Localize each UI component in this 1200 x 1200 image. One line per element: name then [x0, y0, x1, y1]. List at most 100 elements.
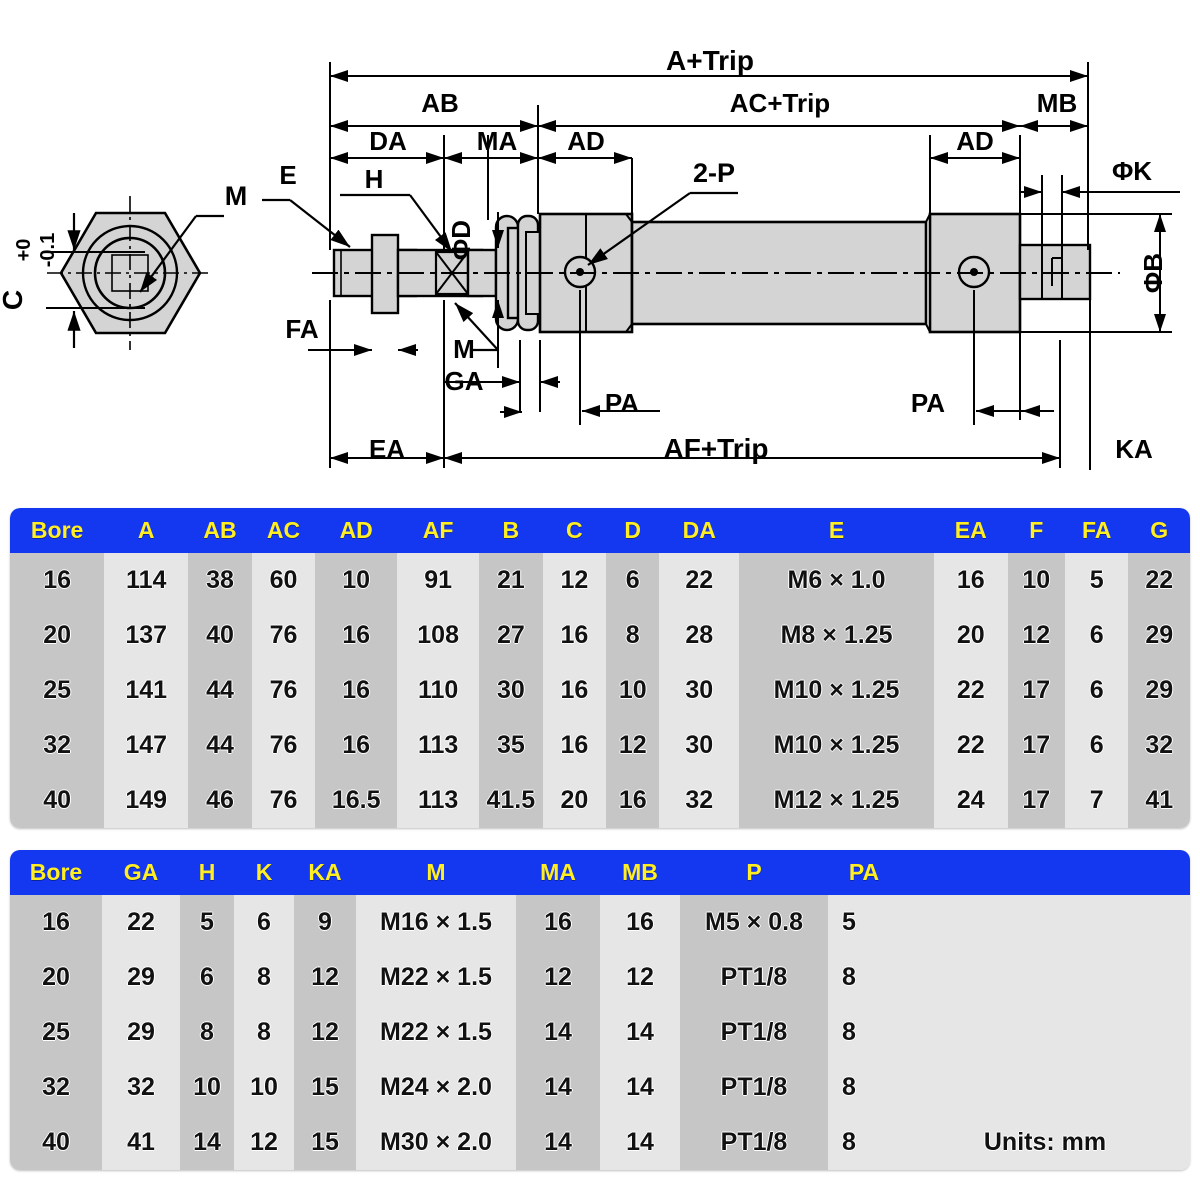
cell: 10 [180, 1060, 234, 1115]
spec-table-1-container: Bore A AB AC AD AF B C D DA E EA F FA G [10, 508, 1190, 828]
cell: 20 [10, 950, 102, 1005]
cell: 29 [102, 950, 180, 1005]
cell: 8 [828, 950, 900, 1005]
table-row: 40 149 46 76 16.5 113 41.5 20 16 32 M12 … [10, 773, 1190, 828]
label-phi-b: ΦB [1138, 253, 1168, 293]
label-h: H [365, 164, 384, 194]
label-ad-right: AD [956, 126, 994, 156]
table-row: 20 137 40 76 16 108 27 16 8 28 M8 × 1.25… [10, 608, 1190, 663]
cell: 22 [659, 553, 740, 608]
table2-col-bore: Bore [10, 850, 102, 895]
cell: M30 × 2.0 [356, 1115, 516, 1170]
cell: 16 [933, 553, 1008, 608]
cell: 25 [10, 663, 105, 718]
table-row: 32 32 10 10 15 M24 × 2.0 14 14 PT1/8 8 [10, 1060, 1190, 1115]
cell: 6 [1064, 718, 1129, 773]
table2-header-row: Bore GA H K KA M MA MB P PA [10, 850, 1190, 895]
label-ac-trip: AC+Trip [730, 88, 830, 118]
table1-col-da: DA [659, 508, 740, 553]
cell: 8 [828, 1115, 900, 1170]
table-row: 25 29 8 8 12 M22 × 1.5 14 14 PT1/8 8 [10, 1005, 1190, 1060]
table1-col-ac: AC [251, 508, 316, 553]
cell: M22 × 1.5 [356, 950, 516, 1005]
cell: 10 [606, 663, 660, 718]
cell: 108 [397, 608, 480, 663]
cell: 12 [606, 718, 660, 773]
label-phi-d: ΦD [446, 220, 476, 260]
label-ka: KA [1115, 434, 1153, 464]
cell: M10 × 1.25 [739, 718, 934, 773]
table-row: 16 114 38 60 10 91 21 12 6 22 M6 × 1.0 1… [10, 553, 1190, 608]
cell: M16 × 1.5 [356, 895, 516, 950]
cell: 41 [102, 1115, 180, 1170]
table1-col-a: A [104, 508, 189, 553]
table-row: 20 29 6 8 12 M22 × 1.5 12 12 PT1/8 8 [10, 950, 1190, 1005]
cylinder-assembly [312, 212, 1120, 334]
label-pa-left: PA [605, 388, 639, 418]
drawing-svg: A+Trip AB AC+Trip MB DA MA AD AD ΦK ΦB Φ… [0, 45, 1180, 470]
cell: 10 [1007, 553, 1065, 608]
technical-drawing: A+Trip AB AC+Trip MB DA MA AD AD ΦK ΦB Φ… [0, 0, 1200, 500]
cell: 30 [479, 663, 543, 718]
label-tol-upper: +0 [13, 239, 35, 262]
cell: 24 [933, 773, 1008, 828]
cell: 10 [234, 1060, 294, 1115]
cell: 5 [1064, 553, 1129, 608]
cell: 5 [180, 895, 234, 950]
cell: 32 [10, 718, 105, 773]
table2-col-pa: PA [828, 850, 900, 895]
label-a-trip: A+Trip [666, 45, 754, 76]
cell: 32 [659, 773, 740, 828]
table-row: 40 41 14 12 15 M30 × 2.0 14 14 PT1/8 8 U… [10, 1115, 1190, 1170]
cell: 14 [180, 1115, 234, 1170]
cell: 35 [479, 718, 543, 773]
cell: 16 [542, 663, 607, 718]
cell: 76 [251, 608, 316, 663]
cell: 12 [600, 950, 680, 1005]
label-ga: GA [445, 366, 484, 396]
label-ab: AB [421, 88, 459, 118]
table1-col-ad: AD [315, 508, 398, 553]
cell: 16 [10, 553, 105, 608]
cell: 16 [10, 895, 102, 950]
label-tol-lower: -0.1 [37, 233, 59, 267]
cell: 141 [104, 663, 189, 718]
cell: 6 [1064, 663, 1129, 718]
table2-col-k: K [234, 850, 294, 895]
cell: M12 × 1.25 [739, 773, 934, 828]
cell: 6 [234, 895, 294, 950]
table2-col-mb: MB [600, 850, 680, 895]
label-af-trip: AF+Trip [663, 433, 768, 464]
dimension-lines-bottom [308, 290, 1091, 470]
cell: 32 [102, 1060, 180, 1115]
cell: PT1/8 [680, 1115, 828, 1170]
label-ma: MA [477, 126, 518, 156]
hex-section-view [46, 196, 224, 350]
table-row: 32 147 44 76 16 113 35 16 12 30 M10 × 1.… [10, 718, 1190, 773]
cell: 5 [828, 895, 900, 950]
table1-col-ab: AB [188, 508, 252, 553]
cell: 32 [1128, 718, 1190, 773]
cell: 15 [294, 1060, 356, 1115]
cell: 22 [933, 718, 1008, 773]
cell: 60 [251, 553, 316, 608]
cell: 44 [188, 663, 252, 718]
cell: 7 [1064, 773, 1129, 828]
cell: 113 [397, 773, 480, 828]
cell: 27 [479, 608, 543, 663]
cell: 29 [1128, 663, 1190, 718]
cell: 12 [294, 950, 356, 1005]
cell: 30 [659, 663, 740, 718]
label-m-section: M [225, 181, 248, 211]
table2-col-ma: MA [516, 850, 600, 895]
cell: 16 [315, 663, 398, 718]
cell: M5 × 0.8 [680, 895, 828, 950]
table1-col-ea: EA [933, 508, 1008, 553]
cell-spacer [900, 1005, 1190, 1060]
cell: PT1/8 [680, 950, 828, 1005]
cell: 8 [828, 1005, 900, 1060]
cell: 41.5 [479, 773, 543, 828]
cell: PT1/8 [680, 1005, 828, 1060]
table1-col-fa: FA [1064, 508, 1129, 553]
